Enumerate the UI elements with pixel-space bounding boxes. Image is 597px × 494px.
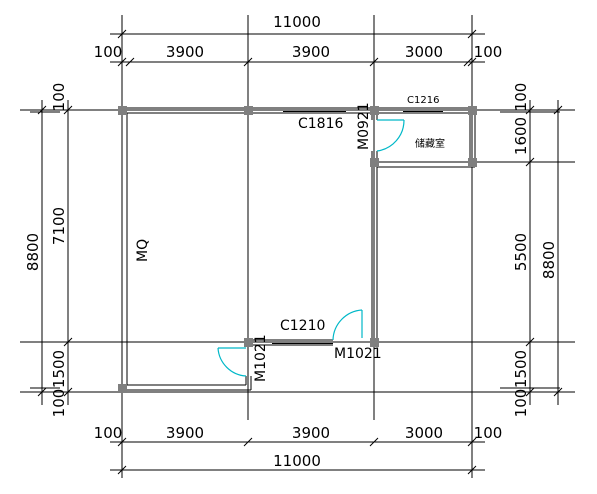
column [118, 384, 127, 393]
right-span2-dim: 5500 [512, 233, 530, 271]
window-c1210 [272, 339, 333, 346]
columns [118, 106, 477, 393]
right-span3-dim: 1500 [512, 350, 530, 388]
door-m0921-label: M0921 [356, 102, 372, 150]
bottom-dimensions: 100 3900 3900 3000 100 11000 [94, 424, 503, 475]
left-span1-dim: 7100 [50, 207, 68, 245]
bottom-bay2-dim: 3900 [292, 424, 330, 442]
bottom-bay1-dim: 3900 [166, 424, 204, 442]
top-dimensions: 11000 100 3900 3900 3000 100 [94, 13, 503, 67]
left-total-dim: 8800 [24, 233, 42, 271]
left-edge-bottom-dim: 100 [50, 389, 68, 418]
right-dimensions: 100 1600 5500 1500 100 8800 [512, 83, 563, 418]
room-storage-label: 储藏室 [415, 137, 445, 150]
left-edge-top-dim: 100 [50, 83, 68, 112]
top-edge-left-dim: 100 [94, 43, 123, 61]
window-c1210-label: C1210 [280, 318, 325, 334]
window-c1816-label: C1816 [298, 116, 343, 132]
right-span1-dim: 1600 [512, 117, 530, 155]
left-dimensions: 8800 100 7100 1500 100 [24, 83, 73, 418]
walls [121, 107, 476, 391]
column [118, 106, 127, 115]
top-bay1-dim: 3900 [166, 43, 204, 61]
column [370, 158, 379, 167]
column [370, 106, 379, 115]
top-bay2-dim: 3900 [292, 43, 330, 61]
right-total-dim: 8800 [540, 241, 558, 279]
window-c1216-label: C1216 [407, 95, 439, 106]
door-m1021-right [332, 309, 363, 341]
column [244, 106, 253, 115]
column [468, 106, 477, 115]
left-span2-dim: 1500 [50, 350, 68, 388]
top-total-dim: 11000 [273, 13, 321, 31]
bottom-edge-left-dim: 100 [94, 424, 123, 442]
labels: C1816 C1216 C1210 M0921 M1021 M1021 MQ 储… [135, 95, 445, 382]
right-edge-bottom-dim: 100 [512, 389, 530, 418]
window-c1816 [283, 107, 346, 114]
column [468, 158, 477, 167]
axis-lines [20, 15, 575, 478]
door-m1021-left [217, 347, 247, 377]
bottom-total-dim: 11000 [273, 452, 321, 470]
bottom-bay3-dim: 3000 [405, 424, 443, 442]
window-c1216 [403, 107, 443, 114]
doors [217, 119, 405, 377]
right-edge-top-dim: 100 [512, 83, 530, 112]
top-edge-right-dim: 100 [474, 43, 503, 61]
bottom-edge-right-dim: 100 [474, 424, 503, 442]
top-bay3-dim: 3000 [405, 43, 443, 61]
door-m0921 [376, 119, 405, 152]
column [244, 338, 253, 347]
door-m1021-left-label: M1021 [253, 334, 269, 382]
column [370, 338, 379, 347]
windows [272, 107, 443, 346]
door-m1021-right-label: M1021 [334, 346, 382, 362]
wall-mq-label: MQ [135, 239, 151, 262]
